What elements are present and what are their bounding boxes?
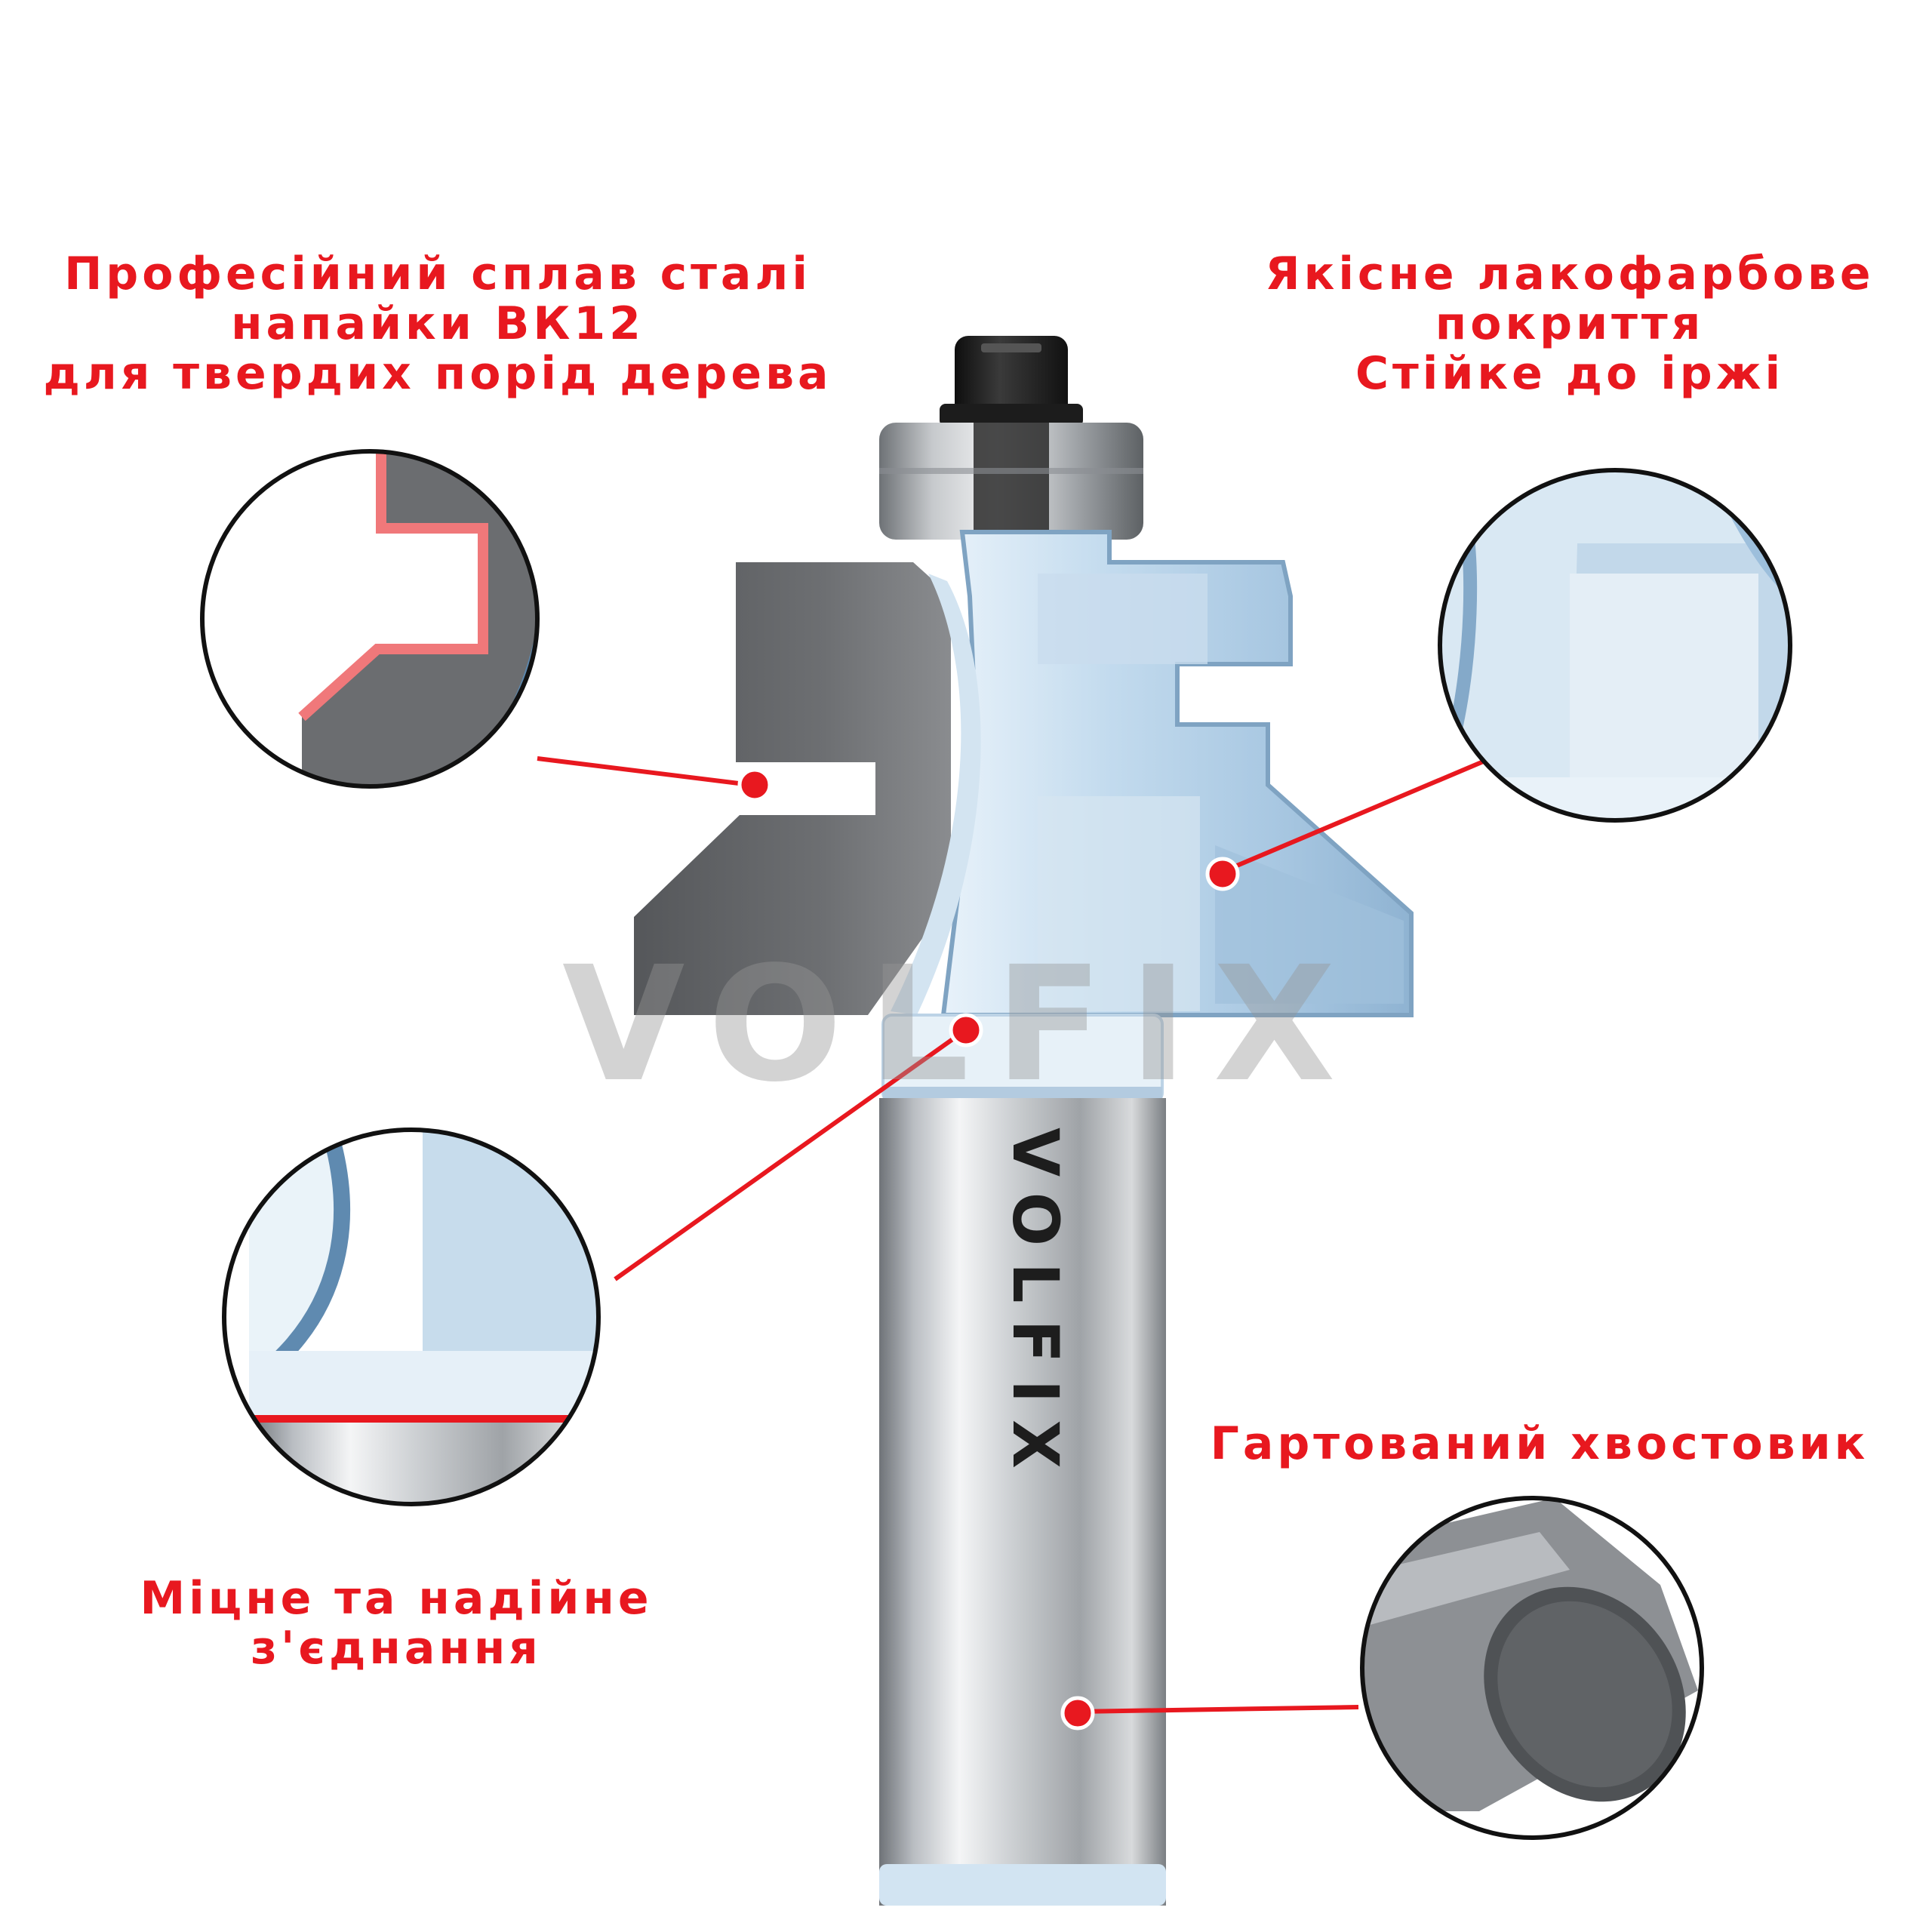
caption-alloy-line-2: напайки ВК12 [231, 297, 645, 350]
leader-lines [537, 756, 1492, 1714]
nut [955, 336, 1068, 419]
leader-dots [737, 768, 1240, 1730]
caption-alloy-line-3: для твердих порід дерева [43, 347, 832, 400]
dot-shank [1060, 1696, 1095, 1730]
caption-alloy: Професійний сплав сталі напайки ВК12 для… [30, 249, 845, 398]
watermark-logo: VOLFIX [562, 932, 1361, 1117]
caption-paint-line-2: покриття [1435, 297, 1705, 350]
shank-brand-text: VOLFIX [998, 1128, 1072, 1485]
dot-joint [949, 1013, 983, 1048]
caption-paint: Якісне лакофарбове покриття Стійке до ір… [1223, 249, 1917, 398]
caption-paint-line-1: Якісне лакофарбове [1265, 248, 1875, 300]
carbide-tip [634, 562, 951, 1015]
magnifier-coating [1438, 468, 1792, 823]
caption-joint-line-2: з'єднання [251, 1622, 542, 1675]
shank [879, 1098, 1166, 1906]
dot-paint [1205, 857, 1240, 891]
magnifier-joint [222, 1128, 601, 1506]
dot-alloy [737, 768, 772, 802]
caption-shank-line-1: Гартований хвостовик [1210, 1417, 1869, 1470]
caption-joint-line-1: Міцне та надійне [140, 1572, 653, 1625]
magnifier-carbide [200, 449, 540, 789]
caption-shank: Гартований хвостовик [1162, 1419, 1917, 1469]
caption-alloy-line-1: Професійний сплав сталі [64, 248, 811, 300]
router-bit [634, 336, 1414, 1906]
magnifier-shank [1360, 1496, 1704, 1840]
caption-paint-line-3: Стійке до іржі [1355, 347, 1785, 400]
caption-joint: Міцне та надійне з'єднання [75, 1574, 717, 1673]
